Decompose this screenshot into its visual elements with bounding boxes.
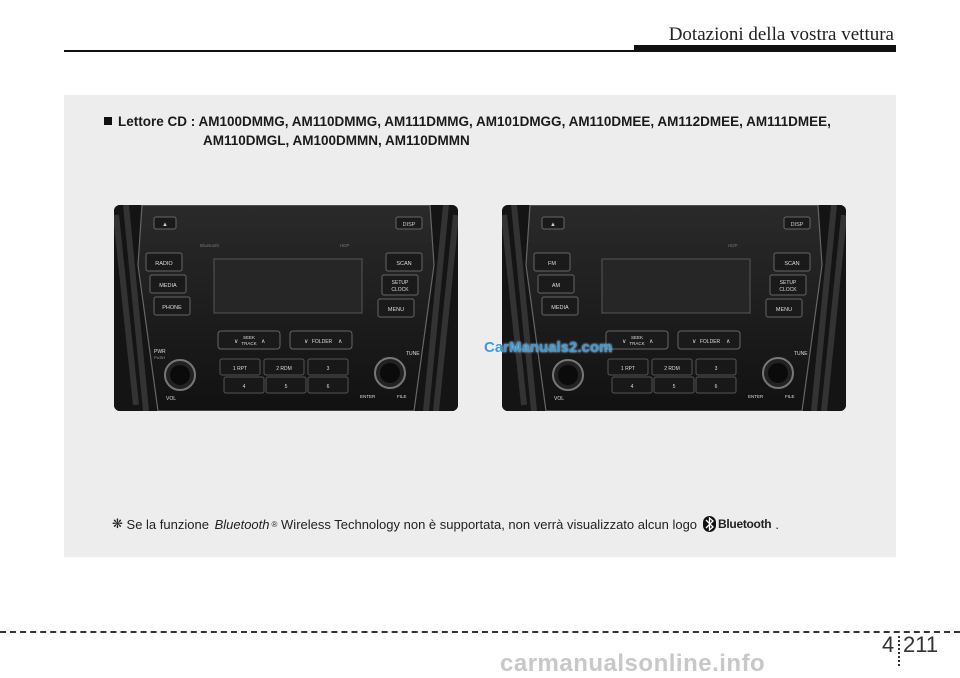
preset-1: 1 RPT xyxy=(233,366,247,372)
btn-scan: SCAN xyxy=(784,261,799,267)
file-label: FILE xyxy=(397,394,407,399)
bluetooth-rune-icon xyxy=(703,516,717,532)
cd-models-1: AM100DMMG, AM110DMMG, AM111DMMG, AM101DM… xyxy=(198,114,831,129)
folder-right-chevron: ∧ xyxy=(726,339,730,345)
page-number: 211 xyxy=(903,632,939,657)
footer-rule xyxy=(0,631,960,633)
note-end: . xyxy=(775,516,779,532)
btn-clock: CLOCK xyxy=(391,287,409,293)
hd-mark: HDP xyxy=(340,243,350,248)
bluetooth-logo-word: Bluetooth xyxy=(718,517,772,531)
note-symbol-icon: ❋ xyxy=(112,516,123,531)
disp-label: DISP xyxy=(791,222,804,228)
note-registered: ® xyxy=(271,519,278,529)
page-chapter: 4 xyxy=(882,632,895,657)
head-unit-left-drawing: ▲ DISP Bluetooth HDP RADIO MEDIA PHONE S… xyxy=(114,205,458,411)
bluetooth-mark: Bluetooth xyxy=(200,243,220,248)
head-unit-left: ▲ DISP Bluetooth HDP RADIO MEDIA PHONE S… xyxy=(114,205,458,411)
page-separator xyxy=(898,636,901,666)
folder-label: FOLDER xyxy=(700,339,721,345)
btn-menu: MENU xyxy=(388,307,404,313)
header-rule-thick xyxy=(634,45,896,52)
btn-media: MEDIA xyxy=(551,305,569,311)
preset-6: 6 xyxy=(327,384,330,390)
btn-clock: CLOCK xyxy=(779,287,797,293)
bluetooth-logo: Bluetooth xyxy=(703,516,772,532)
head-unit-right: ▲ DISP HDP FM AM MEDIA SCAN SETUP CLOCK … xyxy=(502,205,846,411)
bluetooth-note: ❋ Se la funzione Bluetooth® Wireless Tec… xyxy=(112,516,779,532)
btn-media: MEDIA xyxy=(159,283,177,289)
cd-models-2: AM110DMGL, AM100DMMN, AM110DMMN xyxy=(203,133,470,148)
note-text-after: Wireless Technology non è supportata, no… xyxy=(281,516,698,532)
disp-label: DISP xyxy=(403,222,416,228)
preset-4: 4 xyxy=(631,384,634,390)
seek-right-chevron: ∧ xyxy=(261,339,265,345)
bullet-square-icon xyxy=(104,117,112,125)
header-title: Dotazioni della vostra vettura xyxy=(668,24,894,45)
enter-label: ENTER xyxy=(748,394,764,399)
note-bluetooth-word: Bluetooth xyxy=(214,516,270,532)
eject-label: ▲ xyxy=(162,222,168,228)
btn-phone: PHONE xyxy=(162,305,182,311)
btn-fm: FM xyxy=(548,261,556,267)
btn-scan: SCAN xyxy=(396,261,411,267)
preset-2: 2 RDM xyxy=(664,366,680,372)
header-rule xyxy=(64,50,896,52)
track-label: TRACK xyxy=(241,341,256,346)
vol-label: VOL xyxy=(554,396,564,402)
preset-5: 5 xyxy=(673,384,676,390)
seek-right-chevron: ∧ xyxy=(649,339,653,345)
seek-left-chevron: ∨ xyxy=(622,339,626,345)
seek-label: SEEK xyxy=(631,335,643,340)
cd-label: Lettore CD : xyxy=(118,114,196,129)
seek-label: SEEK xyxy=(243,335,255,340)
tune-label: TUNE xyxy=(794,351,808,357)
cd-models-line: Lettore CD : AM100DMMG, AM110DMMG, AM111… xyxy=(104,112,831,150)
folder-left-chevron: ∨ xyxy=(692,339,696,345)
preset-3: 3 xyxy=(327,366,330,372)
folder-label: FOLDER xyxy=(312,339,333,345)
push-label: PUSH xyxy=(154,355,165,360)
vol-label: VOL xyxy=(166,396,176,402)
preset-3: 3 xyxy=(715,366,718,372)
btn-radio: RADIO xyxy=(155,261,173,267)
folder-left-chevron: ∨ xyxy=(304,339,308,345)
note-text-before: Se la funzione xyxy=(126,516,209,532)
preset-1: 1 RPT xyxy=(621,366,635,372)
folder-right-chevron: ∧ xyxy=(338,339,342,345)
preset-5: 5 xyxy=(285,384,288,390)
track-label: TRACK xyxy=(629,341,644,346)
enter-label: ENTER xyxy=(360,394,376,399)
btn-setup: SETUP xyxy=(392,280,409,286)
preset-4: 4 xyxy=(243,384,246,390)
pwr-label: PWR xyxy=(154,349,166,355)
watermark-overlay: CarManuals2.com xyxy=(484,339,613,356)
head-unit-right-drawing: ▲ DISP HDP FM AM MEDIA SCAN SETUP CLOCK … xyxy=(502,205,846,411)
tune-label: TUNE xyxy=(406,351,420,357)
preset-6: 6 xyxy=(715,384,718,390)
hd-mark: HDP xyxy=(728,243,738,248)
btn-menu: MENU xyxy=(776,307,792,313)
btn-setup: SETUP xyxy=(780,280,797,286)
seek-left-chevron: ∨ xyxy=(234,339,238,345)
preset-2: 2 RDM xyxy=(276,366,292,372)
btn-am: AM xyxy=(552,283,561,289)
site-watermark: carmanualsonline.info xyxy=(500,650,766,677)
eject-label: ▲ xyxy=(550,222,556,228)
file-label: FILE xyxy=(785,394,795,399)
